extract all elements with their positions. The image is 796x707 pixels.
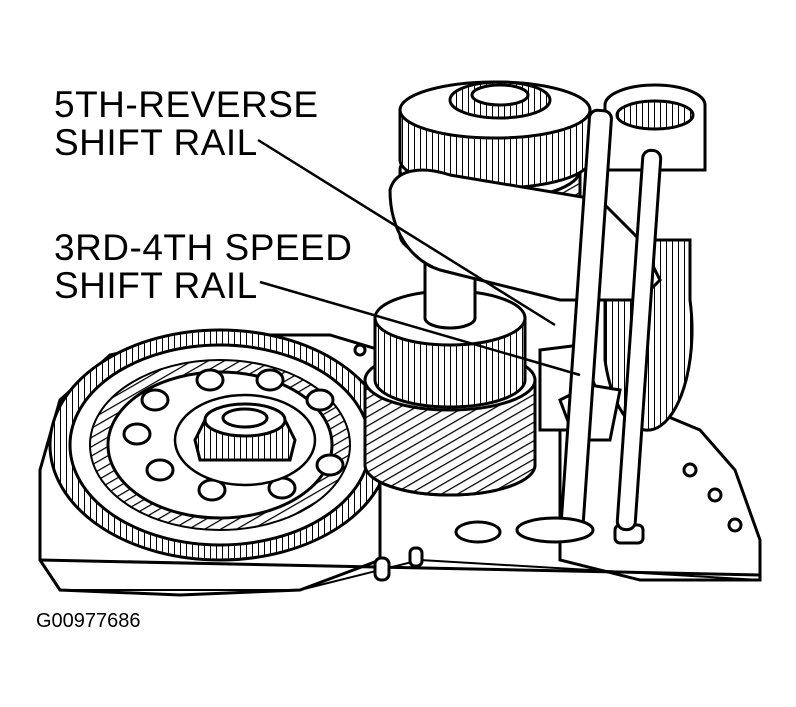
callout-3rd-4th-line2: SHIFT RAIL — [54, 265, 258, 306]
callout-leader-lines — [257, 138, 581, 377]
leader-line-5th-reverse — [257, 138, 556, 327]
differential-bearing — [193, 402, 297, 462]
callout-5th-reverse-line2: SHIFT RAIL — [54, 122, 258, 163]
callout-3rd-4th-line1: 3RD-4TH SPEED — [54, 227, 353, 268]
figure-id: G00977686 — [36, 610, 141, 632]
shift-rail-pair — [454, 108, 663, 544]
leader-line-3rd-4th — [259, 280, 581, 377]
callout-5th-reverse-line1: 5TH-REVERSE — [54, 84, 319, 125]
